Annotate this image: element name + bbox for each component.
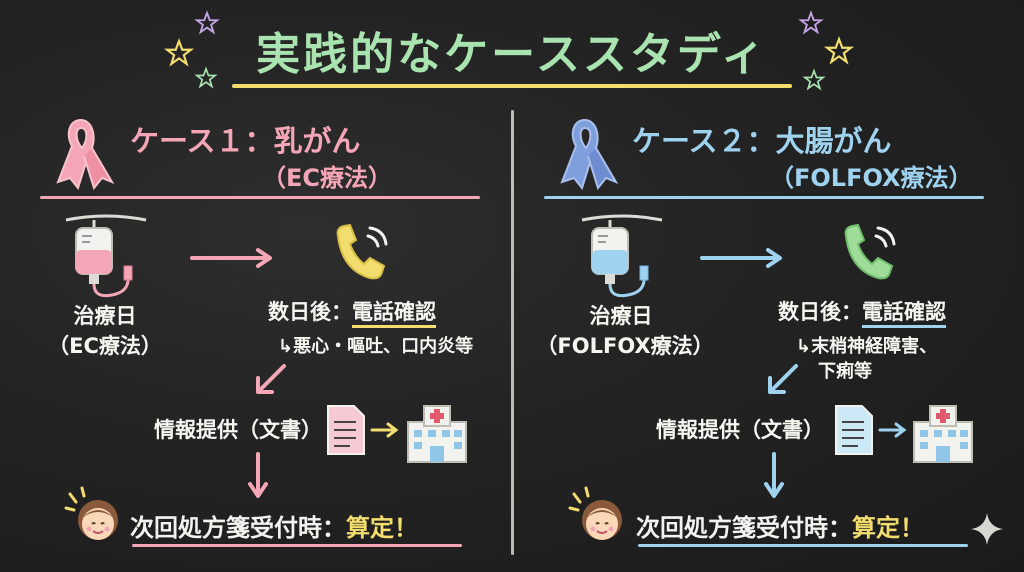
arrow-down-icon (764, 452, 784, 498)
arrow-right-icon (190, 248, 272, 268)
arrow-right-small-icon (370, 422, 399, 438)
case2-final-underline (638, 544, 968, 547)
case2-heading: ケース２：大腸がん (632, 124, 892, 158)
case2-final-prefix: 次回処方箋受付時： (636, 514, 852, 542)
case1-day-label: 治療日 (73, 304, 137, 328)
star-icon (194, 66, 218, 89)
case2-info-label: 情報提供（文書） (656, 418, 824, 442)
case2-call-note-line2: 下痢等 (818, 361, 872, 382)
iv-bag-icon (581, 214, 663, 298)
case2-regimen: （FOLFOX療法） (770, 164, 973, 192)
document-icon (835, 405, 873, 455)
case2-call-prefix: 数日後： (778, 300, 862, 324)
title-underline (232, 84, 792, 88)
case2-call-emphasis: 電話確認 (862, 300, 946, 324)
hospital-icon (407, 405, 467, 463)
document-icon (327, 405, 365, 455)
page-title: 実践的なケーススタディ (256, 29, 768, 80)
case1-final-emphasis: 算定！ (346, 514, 418, 542)
arrow-right-small-icon (878, 422, 907, 438)
sparkle-icon (971, 513, 1003, 545)
center-divider (511, 110, 514, 555)
phone-icon (336, 223, 388, 280)
star-icon (163, 37, 195, 67)
case1-heading-rule (40, 196, 480, 199)
hospital-icon (913, 405, 973, 463)
case1-call-emphasis: 電話確認 (352, 300, 436, 324)
case2-final-emphasis: 算定！ (852, 514, 924, 542)
star-icon (194, 10, 220, 35)
case1-call-prefix: 数日後： (268, 300, 352, 324)
blue-ribbon-icon (560, 118, 619, 191)
case2-day-label: 治療日 (589, 304, 653, 328)
arrow-diagonal-icon (768, 364, 798, 394)
case1-final-underline (132, 544, 462, 547)
case1-final-prefix: 次回処方箋受付時： (130, 514, 346, 542)
case1-heading: ケース１：乳がん (130, 124, 361, 158)
star-icon (798, 10, 824, 35)
arrow-down-icon (248, 452, 268, 498)
case1-day-regimen: （EC療法） (48, 334, 162, 358)
case1-info-label: 情報提供（文書） (154, 418, 322, 442)
case2-heading-rule (544, 196, 984, 199)
case1-regimen: （EC療法） (262, 164, 393, 192)
iv-bag-icon (65, 214, 147, 298)
case1-call-note: ↳悪心・嘔吐、口内炎等 (278, 336, 474, 357)
case2-day-regimen: （FOLFOX療法） (536, 334, 714, 358)
arrow-diagonal-icon (256, 364, 286, 394)
pink-ribbon-icon (56, 118, 115, 191)
arrow-right-icon (700, 248, 782, 268)
star-icon (802, 68, 826, 91)
pharmacist-avatar-icon (568, 486, 622, 540)
star-icon (823, 35, 855, 65)
case2-call-note-line1: ↳末梢神経障害、 (796, 336, 938, 357)
pharmacist-avatar-icon (64, 486, 118, 540)
phone-icon (844, 223, 896, 280)
